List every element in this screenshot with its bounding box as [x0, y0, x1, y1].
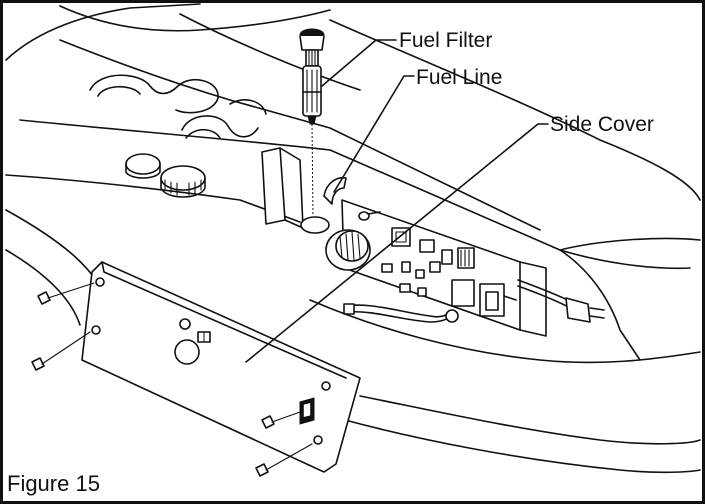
- fuel-filter-label: Fuel Filter: [399, 29, 492, 52]
- side-cover-plate: [81, 261, 361, 473]
- power-cord: [517, 279, 605, 323]
- leader-lines: [245, 39, 549, 363]
- wire-harness: [343, 303, 459, 323]
- fuel-filter-part: [299, 28, 325, 217]
- divider-block: [261, 147, 304, 229]
- fuel-line-label: Fuel Line: [416, 66, 502, 89]
- heater-body: [5, 3, 701, 474]
- side-cover-label: Side Cover: [550, 113, 654, 136]
- grille-slots: [89, 74, 267, 139]
- control-board: [325, 199, 547, 337]
- screws: [31, 282, 313, 477]
- figure-caption: Figure 15: [7, 471, 100, 496]
- screw-upper-left: [37, 282, 95, 305]
- screw-bottom: [255, 443, 313, 477]
- screw-right-middle: [261, 411, 301, 429]
- fuel-inlet-hole: [300, 216, 330, 234]
- top-knobs: [125, 153, 206, 198]
- screw-lower-left: [31, 331, 91, 371]
